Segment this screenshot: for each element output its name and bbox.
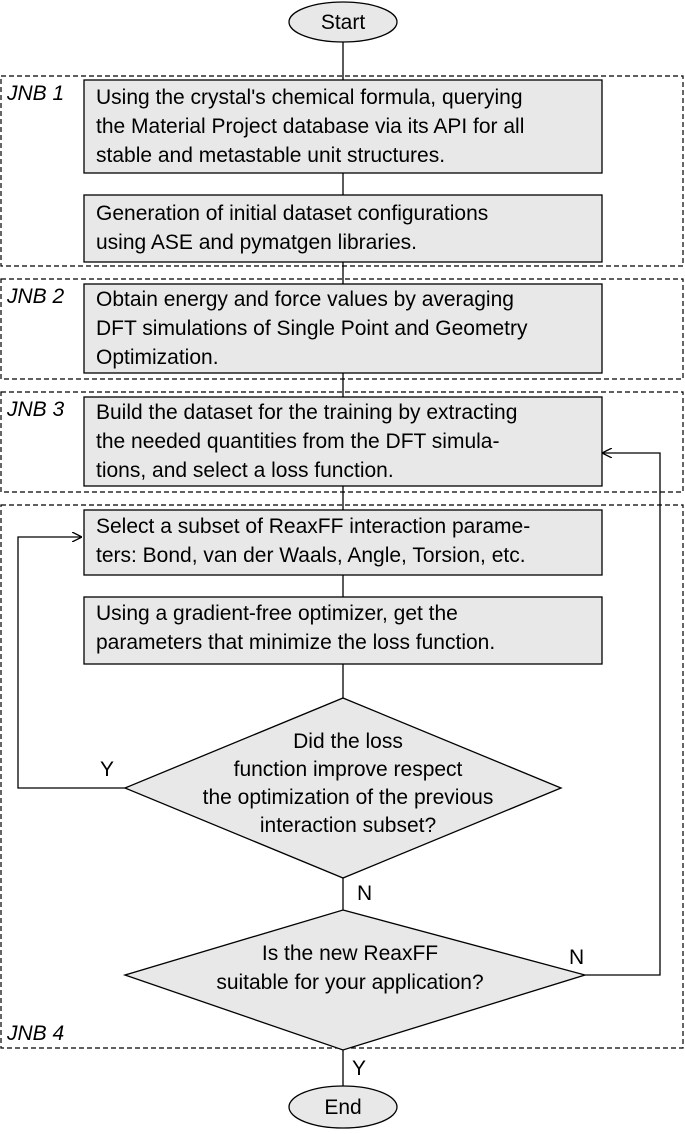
step-build-line-2: the needed quantities from the DFT simul… [96, 430, 499, 453]
section-label-jnb-1: JNB 1 [6, 82, 64, 105]
step-box-generate [83, 194, 603, 263]
step-box-build [83, 396, 603, 487]
step-query-line-2: the Material Project database via its AP… [96, 115, 524, 138]
step-dft-line-3: Optimization. [96, 346, 219, 369]
step-box-dft [83, 283, 603, 374]
end-label: End [324, 1096, 361, 1119]
section-label-jnb-2: JNB 2 [6, 285, 65, 308]
step-dft-line-1: Obtain energy and force values by averag… [96, 288, 514, 311]
section-frame-jnb-3 [0, 391, 684, 493]
section-frame-jnb-4 [0, 504, 684, 1049]
decision-improve-line-3: the optimization of the previous [203, 786, 494, 809]
loop-arrow-improve-yes [17, 537, 125, 789]
start-label: Start [321, 11, 366, 34]
decision-suitable-line-1: Is the new ReaxFF [262, 942, 438, 965]
end-terminal [288, 1085, 398, 1129]
edge-label-suitable-no: N [569, 946, 584, 969]
step-generate-line-1: Generation of initial dataset configurat… [96, 202, 488, 225]
section-label-jnb-3: JNB 3 [6, 398, 65, 421]
step-dft-line-2: DFT simulations of Single Point and Geom… [96, 317, 528, 340]
edge-label-improve-yes: Y [100, 758, 114, 781]
step-query-line-1: Using the crystal's chemical formula, qu… [96, 86, 523, 109]
step-box-select [83, 509, 603, 576]
step-box-query [83, 79, 603, 174]
decision-diamond-suitable [122, 909, 588, 1051]
decision-improve-line-1: Did the loss [293, 730, 403, 753]
decision-suitable-line-2: suitable for your application? [216, 971, 483, 994]
step-build-line-1: Build the dataset for the training by ex… [96, 401, 517, 424]
section-frame-jnb-1 [0, 75, 684, 267]
decision-improve-line-2: function improve respect [234, 758, 463, 781]
step-box-optimize [83, 596, 603, 665]
decision-diamond-improve [123, 697, 563, 879]
edge-label-suitable-yes: Y [352, 1057, 366, 1080]
step-query-line-3: stable and metastable unit structures. [96, 144, 445, 167]
edge-label-improve-no: N [357, 882, 372, 905]
section-frame-jnb-2 [0, 278, 684, 380]
step-optimize-line-2: parameters that minimize the loss functi… [96, 631, 495, 654]
step-select-line-1: Select a subset of ReaxFF interaction pa… [96, 515, 530, 538]
section-label-jnb-4: JNB 4 [6, 1022, 64, 1045]
step-generate-line-2: using ASE and pymatgen libraries. [96, 231, 417, 254]
step-optimize-line-1: Using a gradient-free optimizer, get the [96, 602, 458, 625]
decision-improve-line-4: interaction subset? [260, 814, 436, 837]
step-build-line-3: tions, and select a loss function. [96, 459, 394, 482]
step-select-line-2: ters: Bond, van der Waals, Angle, Torsio… [96, 544, 526, 567]
loop-arrow-suitable-no [585, 453, 661, 976]
start-terminal [288, 1, 398, 43]
